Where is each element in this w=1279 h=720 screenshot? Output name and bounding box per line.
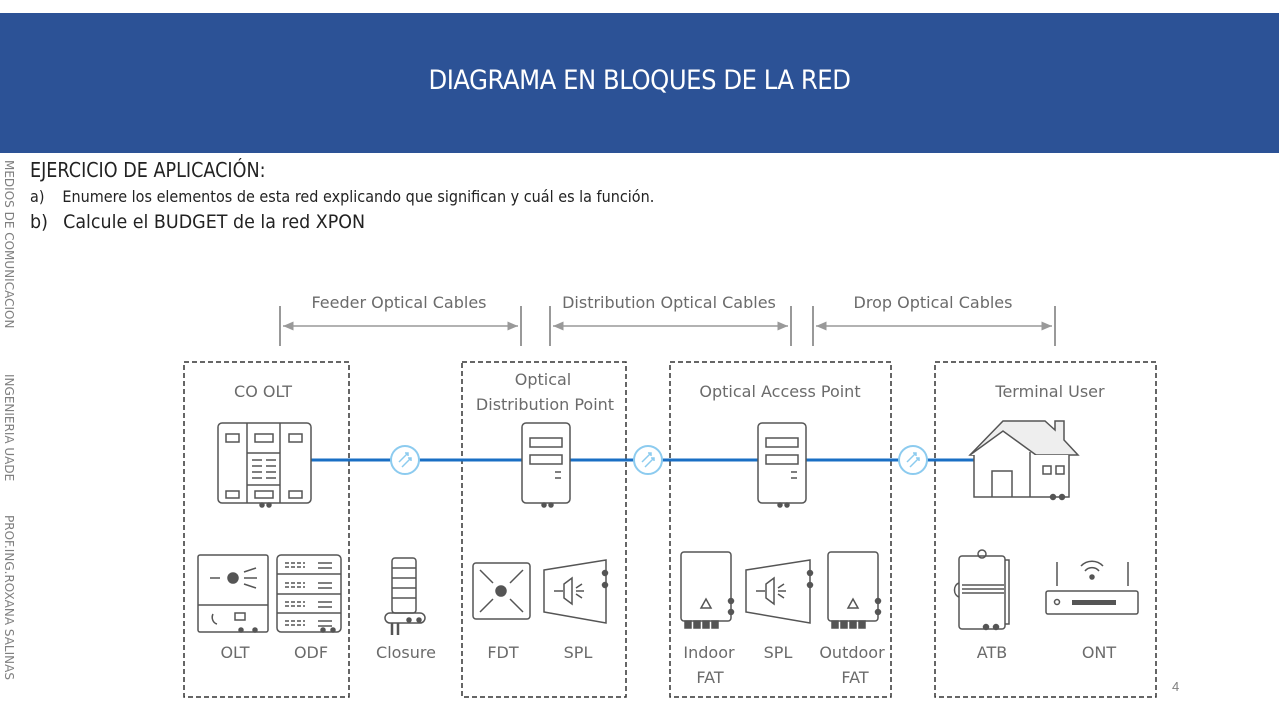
olt-rack-icon: [217, 422, 312, 508]
block-title-co-olt: CO OLT: [234, 382, 292, 401]
item-label: a): [30, 187, 45, 206]
exercise-item-b: b) Calcule el BUDGET de la red XPON: [30, 211, 365, 233]
block-title-terminal-user: Terminal User: [994, 382, 1105, 401]
closure-icon: [384, 557, 426, 635]
house-icon: [968, 420, 1080, 501]
splitter-icon: [745, 559, 814, 624]
device-label-indoor-fat: FAT: [696, 668, 723, 687]
access-box-icon: [757, 422, 807, 508]
sidebar-course: MEDIOS DE COMUNICACION: [2, 160, 16, 329]
device-label-spl: SPL: [764, 643, 793, 662]
odf-device-icon: [276, 554, 342, 633]
device-label-odf: ODF: [294, 643, 328, 662]
fdt-icon: [472, 562, 531, 620]
fiber-connector-icon: [898, 445, 928, 475]
indoor-fat-icon: [680, 551, 735, 629]
title-banner: DIAGRAMA EN BLOQUES DE LA RED: [0, 13, 1279, 153]
item-text: Enumere los elementos de esta red explic…: [62, 187, 655, 206]
atb-icon: [953, 549, 1010, 631]
item-text: Calcule el BUDGET de la red XPON: [63, 211, 366, 233]
block-title-oap: Optical Access Point: [699, 382, 860, 401]
item-label: b): [30, 211, 48, 233]
slide-title: DIAGRAMA EN BLOQUES DE LA RED: [428, 64, 851, 96]
device-label-closure: Closure: [376, 643, 436, 662]
drop-cable-span: Drop Optical Cables: [812, 293, 1056, 346]
exercise-item-a: a) Enumere los elementos de esta red expl…: [30, 187, 654, 206]
distribution-cable-span: Distribution Optical Cables: [549, 293, 792, 346]
device-label-olt: OLT: [220, 643, 249, 662]
block-terminal-user: [934, 361, 1157, 698]
drop-cable-label: Drop Optical Cables: [854, 293, 1013, 312]
device-label-ont: ONT: [1082, 643, 1117, 662]
vertical-sidebar: MEDIOS DE COMUNICACION INGENIERIA UADE P…: [2, 160, 20, 700]
sidebar-professor: PROF.ING.ROXANA SALINAS: [2, 515, 16, 680]
olt-device-icon: [197, 554, 269, 633]
distribution-cable-label: Distribution Optical Cables: [562, 293, 776, 312]
device-label-fdt: FDT: [487, 643, 519, 662]
feeder-cable-label: Feeder Optical Cables: [311, 293, 486, 312]
block-title-odp-line1: Optical: [515, 370, 572, 389]
fiber-connector-icon: [633, 445, 663, 475]
device-label-spl: SPL: [564, 643, 593, 662]
distribution-box-icon: [521, 422, 571, 508]
device-label-outdoor: Outdoor: [819, 643, 885, 662]
device-label-outdoor-fat: FAT: [841, 668, 868, 687]
sidebar-institution: INGENIERIA UADE: [2, 374, 16, 482]
page-number: 4: [1172, 679, 1180, 694]
splitter-icon: [543, 559, 609, 624]
ont-router-icon: [1045, 560, 1139, 615]
block-optical-distribution-point: [461, 361, 627, 698]
device-label-indoor: Indoor: [683, 643, 735, 662]
block-optical-access-point: [669, 361, 892, 698]
feeder-cable-span: Feeder Optical Cables: [279, 293, 522, 346]
outdoor-fat-icon: [827, 551, 882, 629]
device-label-atb: ATB: [977, 643, 1007, 662]
block-title-odp-line2: Distribution Point: [476, 395, 614, 414]
exercise-title: EJERCICIO DE APLICACIÓN:: [30, 158, 266, 182]
block-co-olt: [183, 361, 350, 698]
fiber-connector-icon: [390, 445, 420, 475]
